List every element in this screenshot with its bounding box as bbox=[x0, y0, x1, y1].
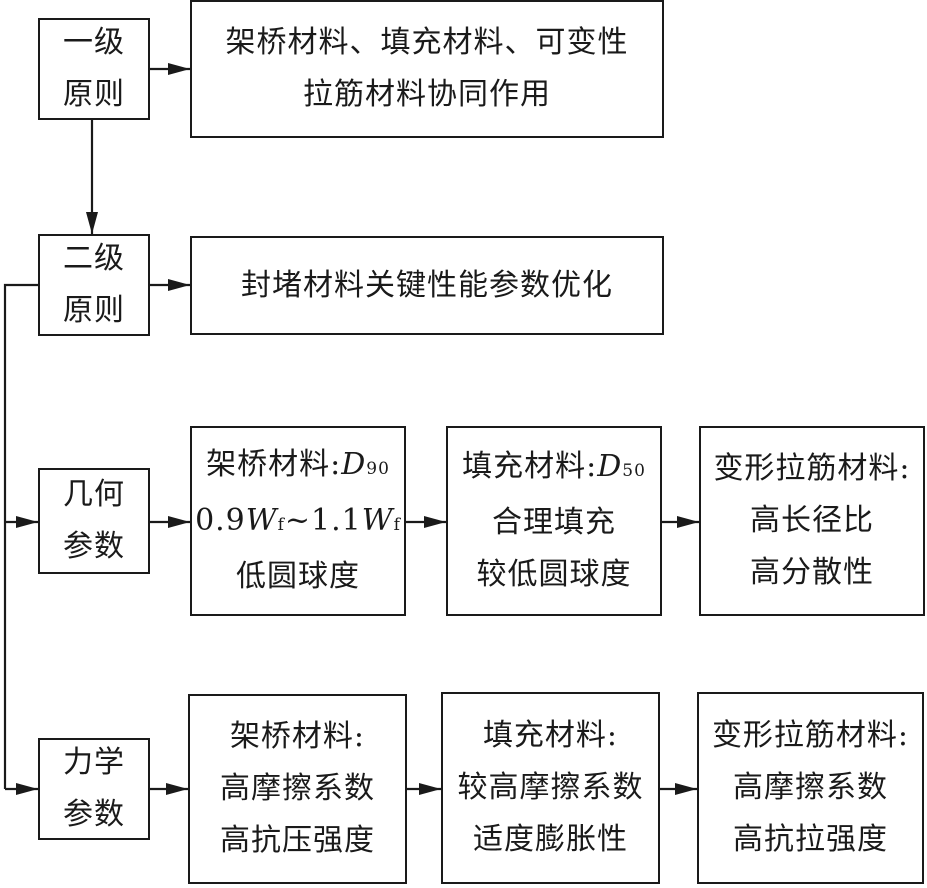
level1-desc-box: 架桥材料、填充材料、可变性 拉筋材料协同作用 bbox=[190, 0, 664, 138]
geo-bridging-d: D bbox=[341, 447, 367, 482]
geo-filling-d-sub: 50 bbox=[622, 461, 646, 481]
mech-bridging-line1: 架桥材料: bbox=[229, 719, 366, 754]
mech-filling-line3: 适度膨胀性 bbox=[473, 822, 628, 857]
geo-bridging-line1: 架桥材料:D90 bbox=[206, 439, 390, 495]
geo-bridging-d-sub: 90 bbox=[366, 459, 390, 479]
mechanical-label-box: 力学 参数 bbox=[38, 738, 150, 840]
geo-bridging-range-a: 0.9 bbox=[195, 503, 246, 538]
mech-bridging-box: 架桥材料: 高摩擦系数 高抗压强度 bbox=[188, 694, 407, 884]
level1-desc-line1: 架桥材料、填充材料、可变性 bbox=[225, 25, 629, 60]
level1-label-line2: 原则 bbox=[63, 77, 125, 112]
geo-filling-box: 填充材料:D50 合理填充 较低圆球度 bbox=[446, 426, 662, 616]
mech-deforming-line2: 高摩擦系数 bbox=[733, 770, 888, 805]
geo-bridging-line3: 低圆球度 bbox=[236, 559, 360, 594]
mech-bridging-line2: 高摩擦系数 bbox=[220, 771, 375, 806]
mech-bridging-line3: 高抗压强度 bbox=[220, 823, 375, 858]
level2-label-line2: 原则 bbox=[63, 293, 125, 328]
geo-deforming-line3: 高分散性 bbox=[750, 555, 874, 590]
geo-deforming-line2: 高长径比 bbox=[750, 503, 874, 538]
mech-deforming-line1: 变形拉筋材料: bbox=[711, 718, 910, 753]
level1-label-box: 一级 原则 bbox=[38, 18, 150, 120]
geo-bridging-title: 架桥材料: bbox=[206, 447, 342, 482]
level1-desc-line2: 拉筋材料协同作用 bbox=[303, 77, 551, 112]
level2-desc-box: 封堵材料关键性能参数优化 bbox=[190, 236, 664, 335]
geo-bridging-w2-sub: f bbox=[393, 515, 401, 535]
level2-desc-text: 封堵材料关键性能参数优化 bbox=[241, 267, 613, 303]
mech-deforming-line3: 高抗拉强度 bbox=[733, 822, 888, 857]
level1-label-line1: 一级 bbox=[63, 25, 125, 60]
geo-filling-d: D bbox=[597, 449, 623, 484]
geo-filling-title: 填充材料: bbox=[462, 449, 598, 484]
geo-bridging-tilde: ~1.1 bbox=[284, 503, 362, 538]
geometric-label-line2: 参数 bbox=[63, 529, 125, 564]
level2-label-box: 二级 原则 bbox=[38, 234, 150, 336]
mech-deforming-box: 变形拉筋材料: 高摩擦系数 高抗拉强度 bbox=[697, 692, 924, 884]
geo-bridging-line2: 0.9Wf~1.1Wf bbox=[195, 495, 401, 551]
geo-deforming-box: 变形拉筋材料: 高长径比 高分散性 bbox=[699, 426, 925, 616]
geo-filling-line2: 合理填充 bbox=[492, 505, 616, 540]
mechanical-label-line1: 力学 bbox=[63, 745, 125, 780]
geometric-label-box: 几何 参数 bbox=[38, 468, 150, 574]
geo-bridging-box: 架桥材料:D90 0.9Wf~1.1Wf 低圆球度 bbox=[190, 426, 406, 616]
geo-bridging-w2: W bbox=[361, 503, 394, 538]
mech-filling-line1: 填充材料: bbox=[482, 718, 619, 753]
bracket-l2-left bbox=[3, 283, 38, 789]
geo-filling-line1: 填充材料:D50 bbox=[462, 441, 646, 497]
geometric-label-line1: 几何 bbox=[63, 477, 125, 512]
mech-filling-line2: 较高摩擦系数 bbox=[457, 770, 644, 805]
geo-deforming-line1: 变形拉筋材料: bbox=[713, 451, 911, 486]
mechanical-label-line2: 参数 bbox=[63, 797, 125, 832]
geo-bridging-w1: W bbox=[245, 503, 278, 538]
level2-label-line1: 二级 bbox=[63, 241, 125, 276]
geo-bridging-w1-sub: f bbox=[277, 515, 285, 535]
mech-filling-box: 填充材料: 较高摩擦系数 适度膨胀性 bbox=[441, 692, 660, 884]
geo-filling-line3: 较低圆球度 bbox=[476, 557, 632, 592]
